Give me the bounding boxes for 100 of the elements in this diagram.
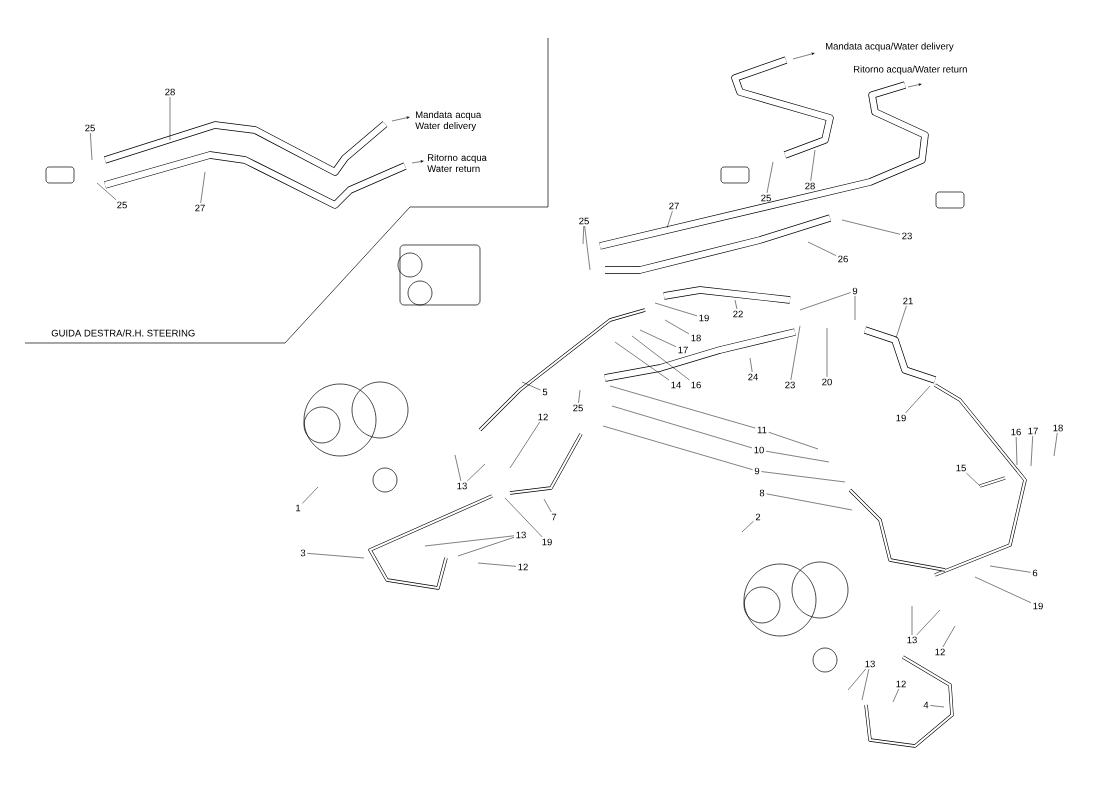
callout-number: 13 — [907, 636, 917, 644]
callout-number: 10 — [754, 446, 764, 454]
callout-number: 3 — [300, 549, 306, 557]
leader-line — [582, 225, 585, 245]
callout-number: 27 — [669, 202, 679, 210]
leader-line — [749, 357, 753, 373]
note-text: GUIDA DESTRA/R.H. STEERING — [51, 329, 195, 337]
leader-line — [424, 535, 515, 547]
leader-line — [639, 329, 677, 347]
callout-number: 7 — [551, 513, 557, 521]
callout-number: 19 — [542, 538, 552, 546]
callout-number: 26 — [838, 255, 848, 263]
callout-number: 2 — [755, 513, 761, 521]
callout-number: 19 — [896, 414, 906, 422]
callout-number: 9 — [754, 467, 760, 475]
callout-number: 25 — [573, 404, 583, 412]
callout-number: 13 — [516, 531, 526, 539]
callout-number: 12 — [538, 413, 548, 421]
leader-line — [768, 432, 819, 450]
leader-line — [854, 295, 856, 321]
callout-number: 19 — [699, 314, 709, 322]
leader-line — [664, 319, 690, 335]
callout-number: 21 — [903, 297, 913, 305]
leader-line — [614, 341, 670, 381]
leader-line — [930, 705, 945, 708]
callout-number: 20 — [822, 378, 832, 386]
leader-line — [1030, 435, 1033, 467]
leader-line — [807, 241, 837, 256]
leader-line — [477, 562, 517, 567]
leader-line — [861, 668, 870, 701]
leader-line — [766, 493, 853, 511]
callout-number: 15 — [956, 464, 966, 472]
callout-number: 14 — [671, 381, 681, 389]
leader-line — [799, 292, 851, 311]
leader-line — [966, 472, 981, 487]
leader-line — [169, 96, 171, 141]
callout-number: 12 — [935, 648, 945, 656]
callout-number: 25 — [117, 201, 127, 209]
leader-line — [631, 335, 690, 381]
leader-line — [504, 497, 543, 538]
leader-line — [90, 132, 93, 161]
leader-line — [1053, 432, 1058, 457]
leader-line — [543, 498, 552, 513]
note-text: Mandata acqua/Water delivery — [826, 42, 954, 52]
leader-line — [654, 302, 698, 317]
note-text: Ritorno acqua/Water return — [854, 65, 967, 75]
leader-line — [826, 327, 828, 378]
leader-line — [509, 421, 540, 469]
callout-number: 22 — [733, 310, 743, 318]
leader-line — [810, 149, 816, 182]
leader-line — [766, 161, 774, 194]
callout-number: 28 — [805, 182, 815, 190]
leader-line — [734, 299, 738, 310]
callout-number: 25 — [761, 194, 771, 202]
callout-number: 13 — [865, 660, 875, 668]
leader-line — [895, 305, 907, 339]
leader-line — [989, 565, 1031, 573]
callout-number: 17 — [678, 346, 688, 354]
callout-number: 24 — [748, 373, 758, 381]
callout-number: 25 — [85, 124, 95, 132]
leader-line — [761, 471, 846, 483]
leader-line — [578, 389, 581, 404]
callout-number: 8 — [759, 489, 765, 497]
leader-line — [790, 325, 801, 381]
leader-line — [974, 576, 1032, 604]
leader-line — [916, 609, 941, 636]
callout-number: 18 — [691, 334, 701, 342]
leader-line — [1015, 436, 1018, 466]
leader-line — [911, 605, 913, 636]
callout-number: 9 — [852, 287, 858, 295]
leader-line — [602, 425, 753, 470]
callout-number: 19 — [1033, 602, 1043, 610]
leader-line — [302, 486, 319, 504]
leader-line — [200, 171, 206, 204]
callout-number: 11 — [757, 426, 767, 434]
leader-line — [942, 625, 956, 648]
callout-number: 5 — [542, 388, 548, 396]
callout-number: 1 — [296, 504, 301, 512]
leader-line — [96, 182, 117, 201]
note-text: Ritorno acqua Water return — [427, 154, 487, 172]
note-text: Mandata acqua Water delivery — [415, 111, 482, 131]
callout-number: 12 — [896, 680, 906, 688]
callout-number: 12 — [518, 563, 528, 571]
leader-line — [467, 463, 486, 482]
callout-number: 23 — [785, 381, 795, 389]
leader-line — [584, 225, 591, 271]
callout-number: 23 — [902, 232, 912, 240]
leader-line — [905, 385, 931, 414]
leader-line — [847, 668, 866, 691]
leader-line — [457, 537, 515, 557]
callout-number: 18 — [1053, 424, 1063, 432]
leader-line — [765, 450, 830, 463]
leader-line — [454, 454, 462, 482]
callout-number: 16 — [1011, 428, 1021, 436]
leader-line — [741, 520, 754, 533]
leader-line — [841, 219, 901, 235]
callout-number: 13 — [457, 482, 467, 490]
leader-line — [611, 405, 753, 449]
callout-number: 27 — [195, 204, 205, 212]
callout-number: 16 — [691, 381, 701, 389]
